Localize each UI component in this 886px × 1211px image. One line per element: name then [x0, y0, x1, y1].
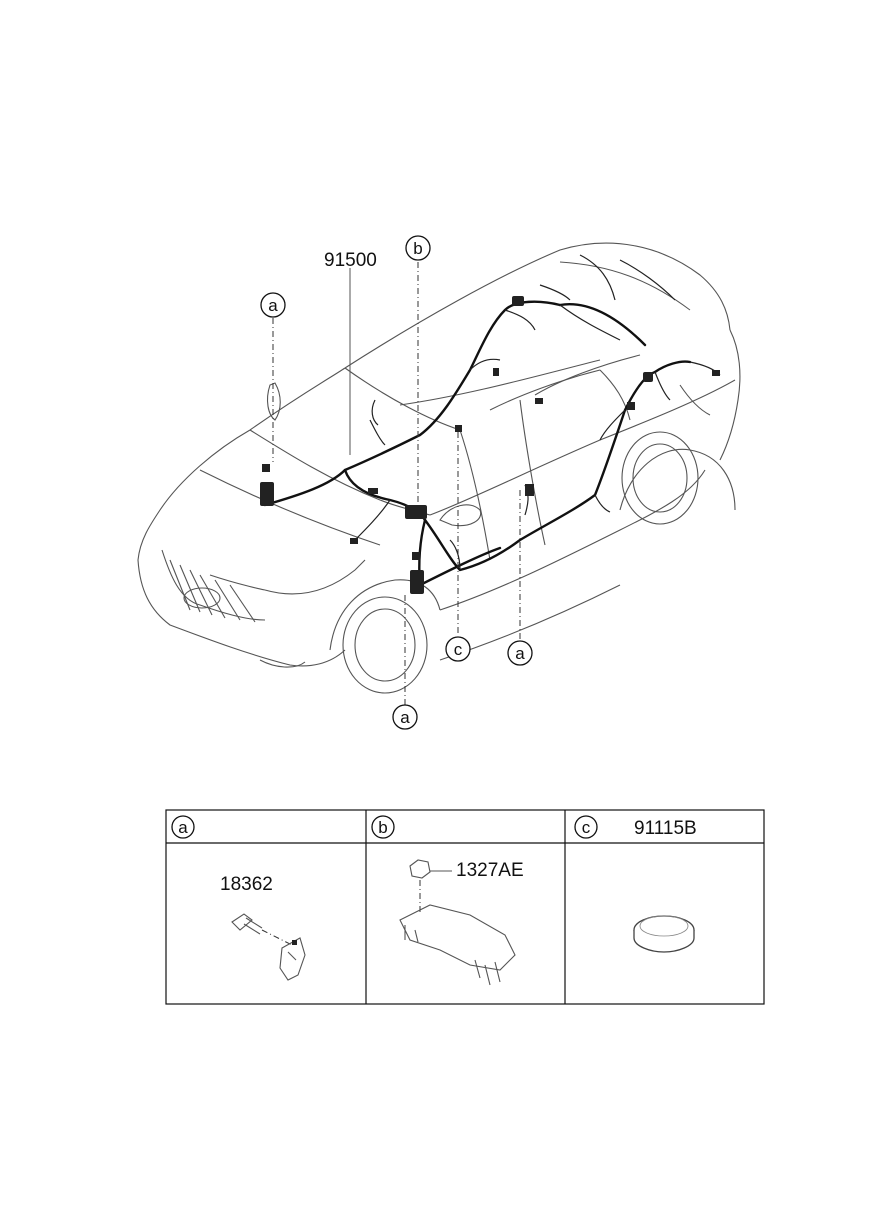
table-header-b: b [371, 815, 395, 839]
callout-a-bottom: a [392, 704, 418, 730]
callout-a-left: a [260, 292, 286, 318]
cell-a-bolt-illustration: 18362 [220, 874, 306, 981]
cell-b-nut-illustration: 1327AE [399, 859, 524, 986]
svg-text:b: b [413, 239, 422, 258]
svg-text:c: c [454, 640, 463, 659]
callout-a-right: a [507, 640, 533, 666]
table-header-c: c 91115B [574, 815, 697, 839]
cell-c-grommet-illustration [633, 915, 695, 953]
svg-text:a: a [400, 708, 410, 727]
callout-b-top: b [405, 235, 431, 261]
leader-lines [272, 262, 521, 705]
svg-text:c: c [582, 818, 591, 837]
svg-text:b: b [378, 818, 387, 837]
svg-text:a: a [268, 296, 278, 315]
table-header-a: a [171, 815, 195, 839]
part-number-1327ae: 1327AE [456, 860, 524, 881]
harness-connectors [260, 296, 720, 594]
car-body-illustration [137, 242, 741, 694]
parts-table: a b c 91115B 18362 1327AE [165, 809, 765, 1005]
floor-wiring-harness [263, 254, 721, 587]
part-number-18362: 18362 [220, 874, 273, 895]
callout-c-bottom: c [445, 636, 471, 662]
svg-text:a: a [515, 644, 525, 663]
svg-text:a: a [178, 818, 188, 837]
part-number-91115b: 91115B [634, 818, 697, 839]
part-number-91500: 91500 [324, 250, 377, 271]
